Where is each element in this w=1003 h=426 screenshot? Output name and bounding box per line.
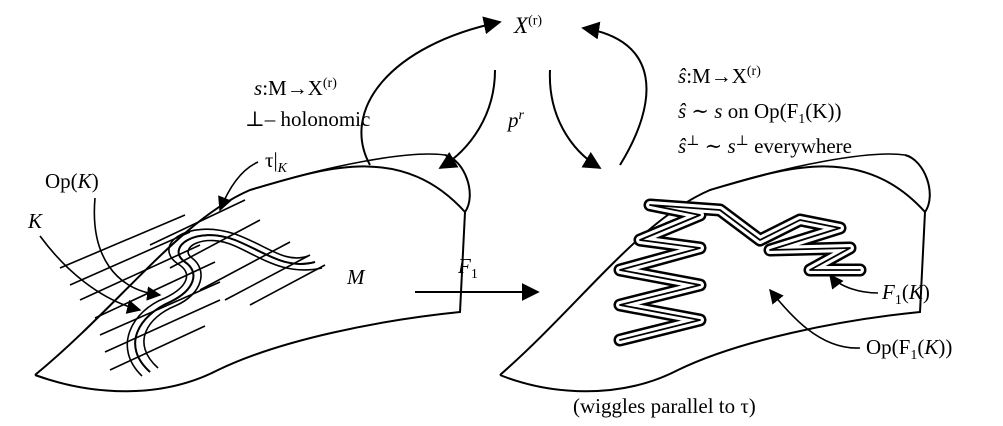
arrow-projection-right [548,69,602,169]
tangent-hatching [59,199,326,371]
k-pointer [39,235,142,314]
holonomic-label: ⊥– holonomic [245,107,371,131]
op-k-label: Op(K) [45,169,99,193]
curve-k [126,228,323,377]
f1k-pointer [829,273,879,294]
tau-k-pointer [218,161,259,212]
m-label: M [347,265,365,289]
arrow-projection-left [438,69,496,169]
hat-section-map-label: ŝ:M→X(r) [678,64,761,88]
projection-label: pr [508,108,524,132]
k-label: K [28,209,43,233]
jet-space-label: X(r) [514,13,543,38]
homotopy-label: ŝ ∼ s on Op(F1(K)) [678,99,842,128]
section-map-label: s:M→X(r) [254,76,337,100]
arrow-left-to-jet [360,16,502,166]
left-surface [34,153,471,393]
perp-homotopy-label: ŝ⊥ ∼ s⊥ everywhere [678,134,852,158]
op-k-pointer [93,197,162,301]
op-f1k-label: Op(F1(K)) [866,335,953,364]
right-surface [499,153,931,393]
op-f1k-pointer [769,288,861,349]
arrow-right-to-jet [581,21,648,166]
tau-k-label: τ|K [265,148,287,177]
caption: (wiggles parallel to τ) [573,394,756,418]
wiggle-curve [613,198,867,347]
f1-arrow-label: F1 [458,254,478,283]
f1k-label: F1(K) [882,280,930,309]
